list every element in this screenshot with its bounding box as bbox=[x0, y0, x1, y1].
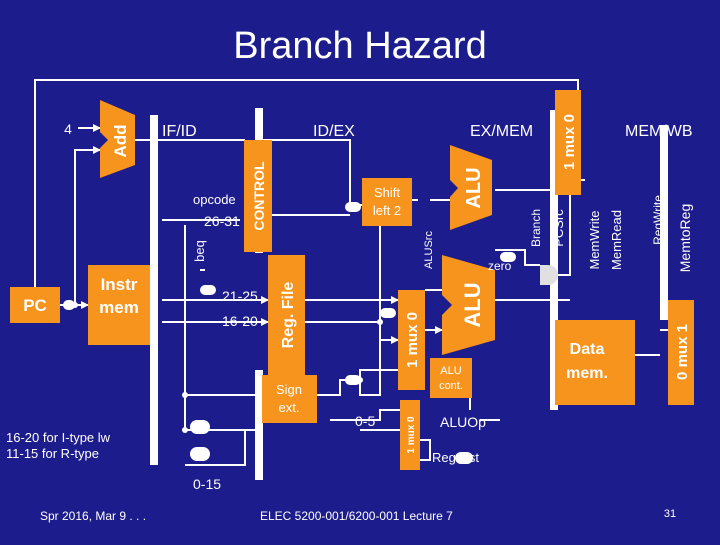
data-mem-block: Data mem. bbox=[555, 320, 635, 405]
regdst-mux-label: 1 mux 0 bbox=[406, 416, 417, 454]
idex-label: ID/EX bbox=[313, 123, 355, 140]
branch-alu-label: ALU bbox=[463, 167, 485, 208]
note-line-2: 11-15 for R-type bbox=[6, 446, 99, 461]
data-mem-label-2: mem. bbox=[566, 365, 608, 382]
alusrc-mux-label: 1 mux 0 bbox=[404, 312, 421, 368]
branch-label: Branch bbox=[529, 209, 543, 247]
branch-and-gate bbox=[540, 265, 558, 285]
footer-page-number: 31 bbox=[664, 508, 676, 520]
exmem-register bbox=[550, 110, 558, 410]
beq-label: beq bbox=[192, 240, 207, 262]
shift-left-label-1: Shift bbox=[374, 185, 400, 200]
aluop-label: ALUOp bbox=[440, 414, 486, 430]
pc-to-add-wire bbox=[74, 146, 101, 305]
constant-4-label: 4 bbox=[64, 121, 72, 137]
main-alu-block: ALU bbox=[442, 255, 495, 355]
memwb-label: MEM/WB bbox=[625, 123, 693, 140]
ifid-label: IF/ID bbox=[162, 123, 197, 140]
bits-0-5-label: 0-5 bbox=[355, 413, 375, 429]
memwb-register bbox=[660, 125, 668, 320]
pc-label: PC bbox=[23, 296, 47, 315]
memtoreg-label: MemtoReg bbox=[677, 204, 693, 272]
alusrc-mux-block: 1 mux 0 bbox=[398, 290, 425, 390]
regdst-label: Reg.Dst bbox=[432, 450, 479, 465]
memread-label: MemRead bbox=[609, 210, 624, 270]
alu-cont-label-1: ALU bbox=[440, 365, 461, 377]
ifid-register bbox=[150, 115, 158, 465]
alu-cont-label-2: cont. bbox=[439, 380, 463, 392]
reg-file-label: Reg. File bbox=[280, 282, 297, 349]
bits-16-20-label: 16-20 bbox=[222, 313, 258, 329]
wb-mux-block: 0 mux 1 bbox=[668, 300, 694, 405]
bits-21-25-label: 21-25 bbox=[222, 288, 258, 304]
memwrite-label: MemWrite bbox=[587, 211, 602, 270]
bits-26-31-label: 26-31 bbox=[204, 213, 240, 229]
sign-ext-label-2: ext. bbox=[279, 400, 300, 415]
control-label: CONTROL bbox=[251, 161, 267, 231]
reg-file-block: Reg. File bbox=[268, 255, 305, 375]
zero-label: zero bbox=[488, 259, 512, 273]
exmem-label: EX/MEM bbox=[470, 123, 533, 140]
alu-control-block: ALU cont. bbox=[430, 358, 472, 398]
opcode-label: opcode bbox=[193, 192, 236, 207]
note-line-1: 16-20 for I-type lw bbox=[6, 430, 111, 445]
add-label: Add bbox=[111, 124, 130, 157]
pc-block: PC bbox=[10, 287, 60, 323]
bus-blobs bbox=[63, 202, 516, 464]
main-alu-label: ALU bbox=[460, 282, 485, 327]
data-mem-label-1: Data bbox=[570, 341, 605, 358]
footer-course: ELEC 5200-001/6200-001 Lecture 7 bbox=[260, 509, 453, 523]
pc-mux-label: 1 mux 0 bbox=[561, 114, 578, 170]
branch-alu-block: ALU bbox=[450, 145, 492, 230]
footer-date: Spr 2016, Mar 9 . . . bbox=[40, 509, 146, 523]
instr-mem-label-1: Instr bbox=[101, 275, 138, 294]
instr-mem-block: Instr mem bbox=[88, 265, 150, 345]
add-block: Add bbox=[100, 100, 135, 178]
instr-mem-label-2: mem bbox=[99, 298, 139, 317]
sign-ext-label-1: Sign bbox=[276, 382, 302, 397]
shift-left-label-2: left 2 bbox=[373, 203, 401, 218]
wb-mux-label: 0 mux 1 bbox=[674, 324, 691, 380]
slide-title: Branch Hazard bbox=[233, 25, 486, 67]
sign-ext-block: Sign ext. bbox=[262, 375, 317, 423]
alusrc-label: ALUSrc bbox=[423, 231, 435, 269]
bits-0-15-label: 0-15 bbox=[193, 476, 221, 492]
shift-left-block: Shift left 2 bbox=[362, 178, 412, 226]
idex-register-bottom bbox=[255, 370, 263, 480]
regdst-mux-block: 1 mux 0 bbox=[400, 400, 420, 470]
wire-junctions bbox=[72, 302, 383, 433]
pcsrc-label: PCSrc bbox=[551, 209, 566, 247]
regwrite-label: RegWrite bbox=[651, 195, 665, 245]
pc-mux-block: 1 mux 0 bbox=[555, 90, 581, 195]
control-block: CONTROL bbox=[244, 140, 272, 252]
branch-target-wire bbox=[34, 79, 579, 300]
